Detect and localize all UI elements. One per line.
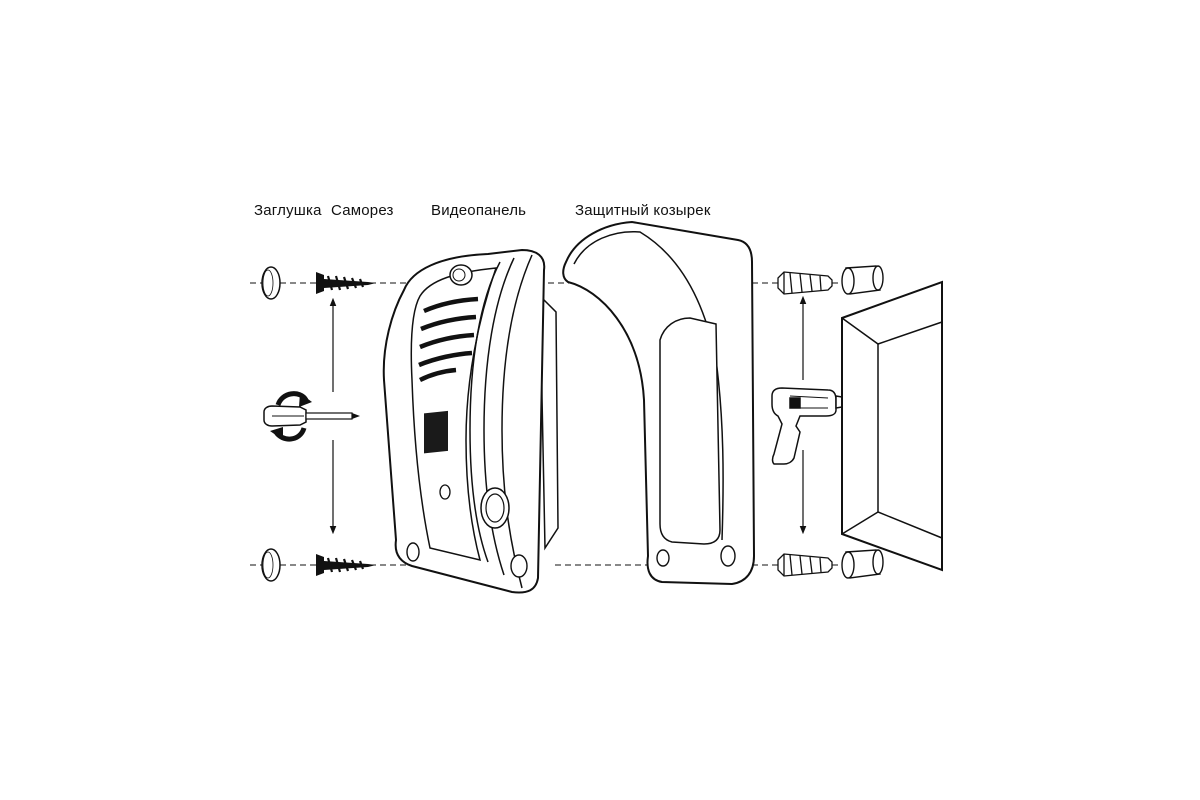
label-protective-visor: Защитный козырек xyxy=(575,202,711,219)
screw-bottom xyxy=(316,554,376,576)
label-cap: Заглушка xyxy=(254,202,322,219)
vertical-arrows xyxy=(329,295,807,535)
drill-icon xyxy=(771,387,860,465)
label-screw: Саморез xyxy=(331,202,394,219)
rotation-arrowhead-top xyxy=(299,393,312,407)
wall-plug-top xyxy=(777,271,833,295)
rotation-arrowhead-bottom xyxy=(270,427,283,440)
wall-plug-bottom xyxy=(777,553,833,577)
call-button xyxy=(480,487,510,529)
panel-bottom-holes xyxy=(406,542,528,578)
wall-opening xyxy=(841,280,943,572)
microphone-hole xyxy=(439,484,451,500)
screwdriver-icon xyxy=(263,405,360,427)
cap-bottom xyxy=(261,548,281,582)
drilled-hole-top xyxy=(841,265,884,295)
protective-visor xyxy=(562,220,756,586)
label-video-panel: Видеопанель xyxy=(431,202,527,219)
visor-holes xyxy=(656,545,736,567)
video-panel xyxy=(382,248,559,594)
drilled-hole-bottom xyxy=(841,549,884,579)
camera-window xyxy=(424,410,448,454)
cap-top xyxy=(261,266,281,300)
screw-top xyxy=(316,272,376,294)
